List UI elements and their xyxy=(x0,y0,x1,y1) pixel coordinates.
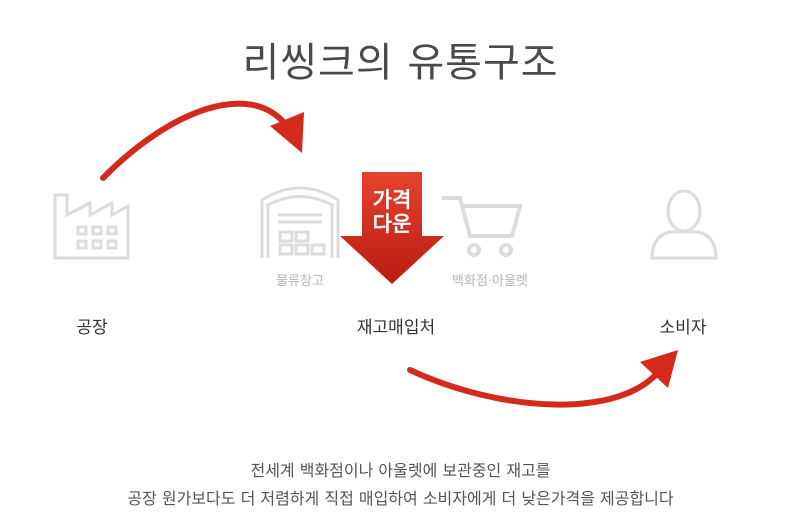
page-title: 리씽크의 유통구조 xyxy=(242,40,559,86)
description-line-2: 공장 원가보다도 더 저렴하게 직접 매입하여 소비자에게 더 낮은가격을 제공… xyxy=(127,489,674,508)
curved-arrow-top xyxy=(100,100,304,181)
consumer-label: 소비자 xyxy=(659,318,707,338)
badge-line-1: 가격 xyxy=(372,188,412,212)
factory-icon xyxy=(53,193,130,260)
retail-label: 백화점·아울렛 xyxy=(452,274,528,289)
price-down-arrow xyxy=(340,172,444,284)
warehouse-icon xyxy=(260,186,340,258)
cart-icon xyxy=(442,196,523,257)
person-icon xyxy=(650,189,718,260)
factory-label: 공장 xyxy=(76,318,108,338)
warehouse-label: 물류창고 xyxy=(276,274,324,289)
badge-line-2: 다운 xyxy=(372,212,412,236)
description-line-1: 전세계 백화점이나 아울렛에 보관중인 재고를 xyxy=(250,461,551,480)
curved-arrow-bottom xyxy=(407,350,678,408)
buyer-label: 재고매입처 xyxy=(356,318,436,338)
